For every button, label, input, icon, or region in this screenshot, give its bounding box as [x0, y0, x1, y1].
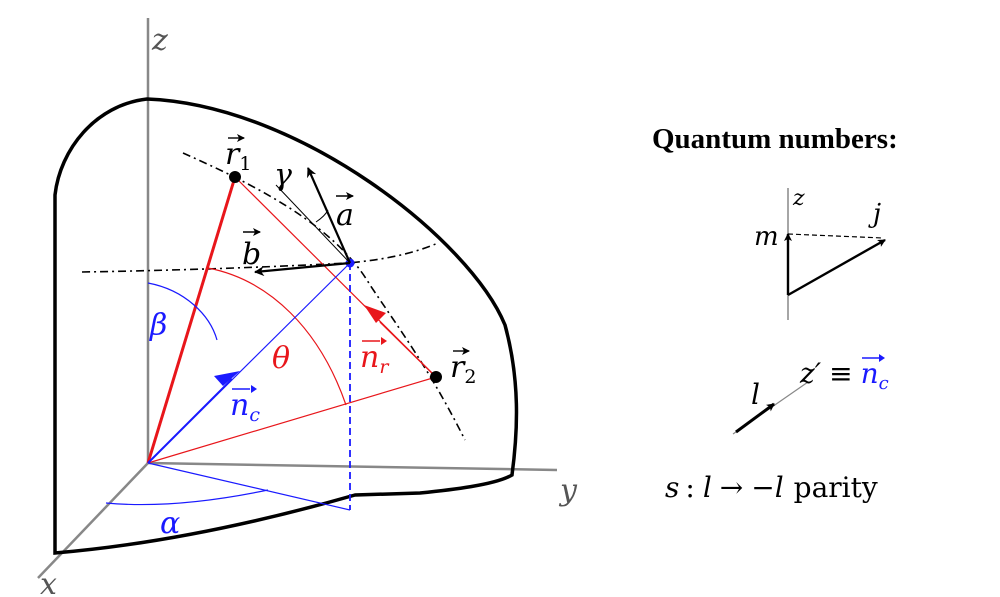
labels: z y x r1 r2 a b γ nc nr β θ α: [40, 23, 578, 597]
nr-label-arrowhead: [381, 337, 387, 345]
projection-triangle: [147, 462, 351, 511]
gamma-line: [275, 184, 351, 264]
alpha-arc: [105, 489, 269, 506]
arc-dashdot-circle: [182, 152, 466, 441]
y-axis-label: y: [558, 473, 578, 508]
zprime-equiv-nc: z′≡nc: [799, 357, 889, 394]
r2-point: [430, 371, 442, 383]
nc-arrowhead: [214, 371, 240, 386]
r2-line: [147, 376, 437, 464]
qn-z-label: z: [792, 186, 805, 211]
r1-vector: [146, 176, 237, 464]
a-vector: [306, 167, 352, 264]
r1-label: r1: [225, 137, 251, 175]
zprime-nc-arrowhead: [879, 354, 885, 362]
sphere-octant-outline: [53, 97, 519, 555]
alpha-label: α: [160, 506, 180, 541]
j-vector: [787, 238, 886, 297]
b-label: b: [242, 237, 261, 272]
nc-label-arrowhead: [251, 385, 257, 393]
nr-label: nr: [360, 340, 390, 378]
nr-arrowhead: [364, 305, 386, 323]
x-axis-label: x: [40, 567, 57, 597]
r1-point: [229, 171, 241, 183]
quantum-numbers-title: Quantum numbers:: [652, 123, 898, 155]
m-dashed: [787, 233, 884, 239]
blue-geometry: [105, 262, 351, 511]
z-axis-label: z: [151, 23, 168, 58]
beta-label: β: [149, 308, 167, 343]
a-label: a: [336, 198, 354, 233]
nc-label: nc: [230, 388, 260, 426]
gamma-arc: [315, 209, 329, 223]
beta-arc: [147, 282, 218, 341]
theta-arc: [207, 267, 347, 406]
x-axis: [37, 462, 149, 579]
nc-vector-shaft: [147, 378, 233, 464]
theta-label: θ: [272, 341, 290, 376]
l-vector: [735, 402, 775, 434]
axes: [37, 18, 558, 579]
l-label: l: [751, 378, 760, 411]
b-vector: [254, 261, 351, 277]
m-label: m: [754, 222, 779, 252]
nr-vector-line: [379, 321, 437, 378]
gamma-label: γ: [274, 158, 292, 193]
horizontal-dashdot-circle: [81, 242, 439, 273]
j-label: j: [868, 199, 881, 229]
y-axis: [147, 461, 558, 472]
r2-label: r2: [450, 350, 476, 388]
